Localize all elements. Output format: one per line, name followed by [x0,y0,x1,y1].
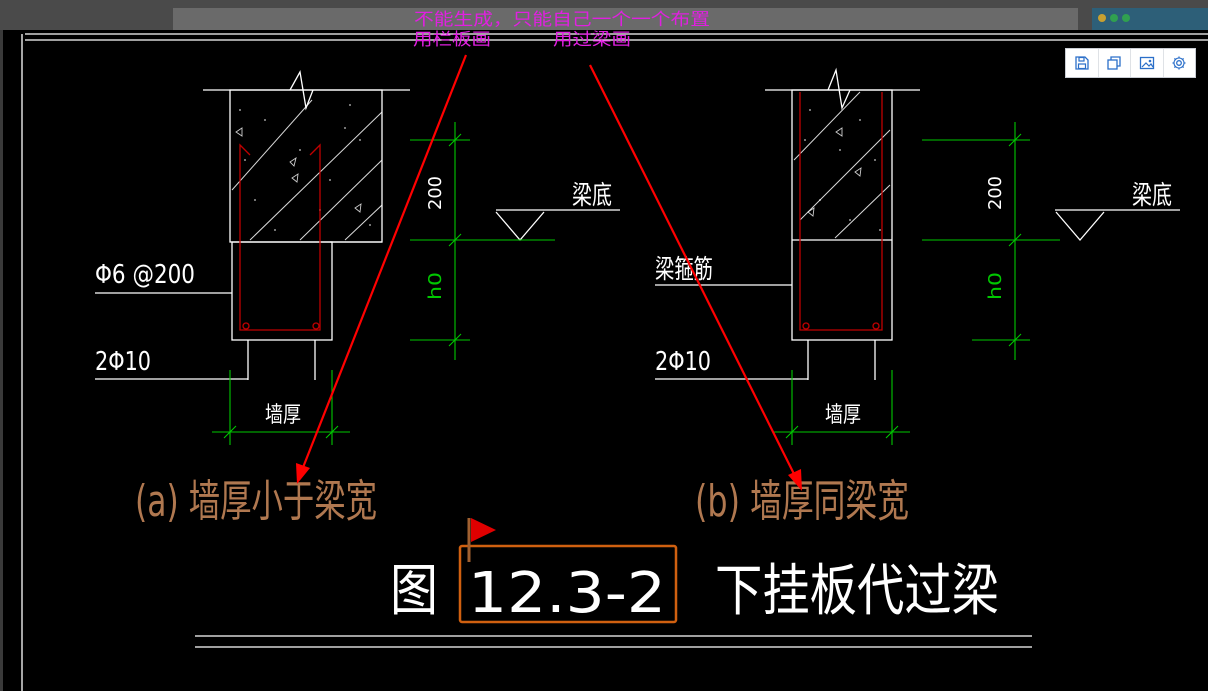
annotation-note-left: 用栏板画 [413,30,491,50]
right-dim-h0: h0 [985,272,1006,300]
left-detail [95,70,620,445]
right-stirrup-label: 梁箍筋 [655,255,713,285]
left-wall-thickness-label: 墙厚 [265,403,301,428]
right-dimensions [772,122,1060,445]
status-dot-icon [1098,14,1106,22]
right-beam-bottom-label: 梁底 [1132,181,1172,211]
figure-number-highlight-box [458,544,678,624]
left-edge [0,30,3,691]
figure-number: 12.3-2 [468,561,666,626]
title-underline [195,635,1032,648]
top-bar-tab[interactable] [1092,8,1208,30]
left-caption: (a) 墙厚小于梁宽 [135,476,377,527]
figure-title-suffix: 下挂板代过梁 [715,559,999,624]
flag-icon [467,518,496,562]
right-caption: (b) 墙厚同梁宽 [695,476,909,527]
right-bottom-bars-label: 2Φ10 [655,347,711,377]
left-dimensions [212,122,555,445]
status-dot-icon [1110,14,1118,22]
status-dot-icon [1122,14,1130,22]
left-stirrup-label: Φ6 @200 [95,260,195,290]
copy-icon [1107,56,1121,70]
right-dim-200: 200 [985,176,1006,210]
top-bar-center [173,8,1078,30]
left-rebar [239,143,321,331]
image-button[interactable] [1131,49,1164,77]
save-icon [1075,56,1089,70]
settings-icon [1172,56,1186,70]
figure-title-prefix: 图 [390,559,438,624]
image-toolbar [1065,48,1196,78]
image-icon [1139,56,1154,70]
left-dim-h0: h0 [425,272,446,300]
browser-top-bar [0,0,1208,30]
right-rebar [799,92,883,331]
left-dim-200: 200 [425,176,446,210]
left-beam-bottom-label: 梁底 [572,181,612,211]
settings-button[interactable] [1164,49,1196,77]
left-bottom-bars-label: 2Φ10 [95,347,151,377]
right-detail [655,67,1180,445]
drawing-frame [21,33,1208,691]
right-wall-thickness-label: 墙厚 [825,403,861,428]
annotation-note-line1: 不能生成，只能自己一个一个布置 [414,10,710,30]
annotation-note-right: 用过梁画 [553,30,631,50]
save-button[interactable] [1066,49,1099,77]
copy-button[interactable] [1099,49,1131,77]
annotation-arrows [296,54,802,491]
